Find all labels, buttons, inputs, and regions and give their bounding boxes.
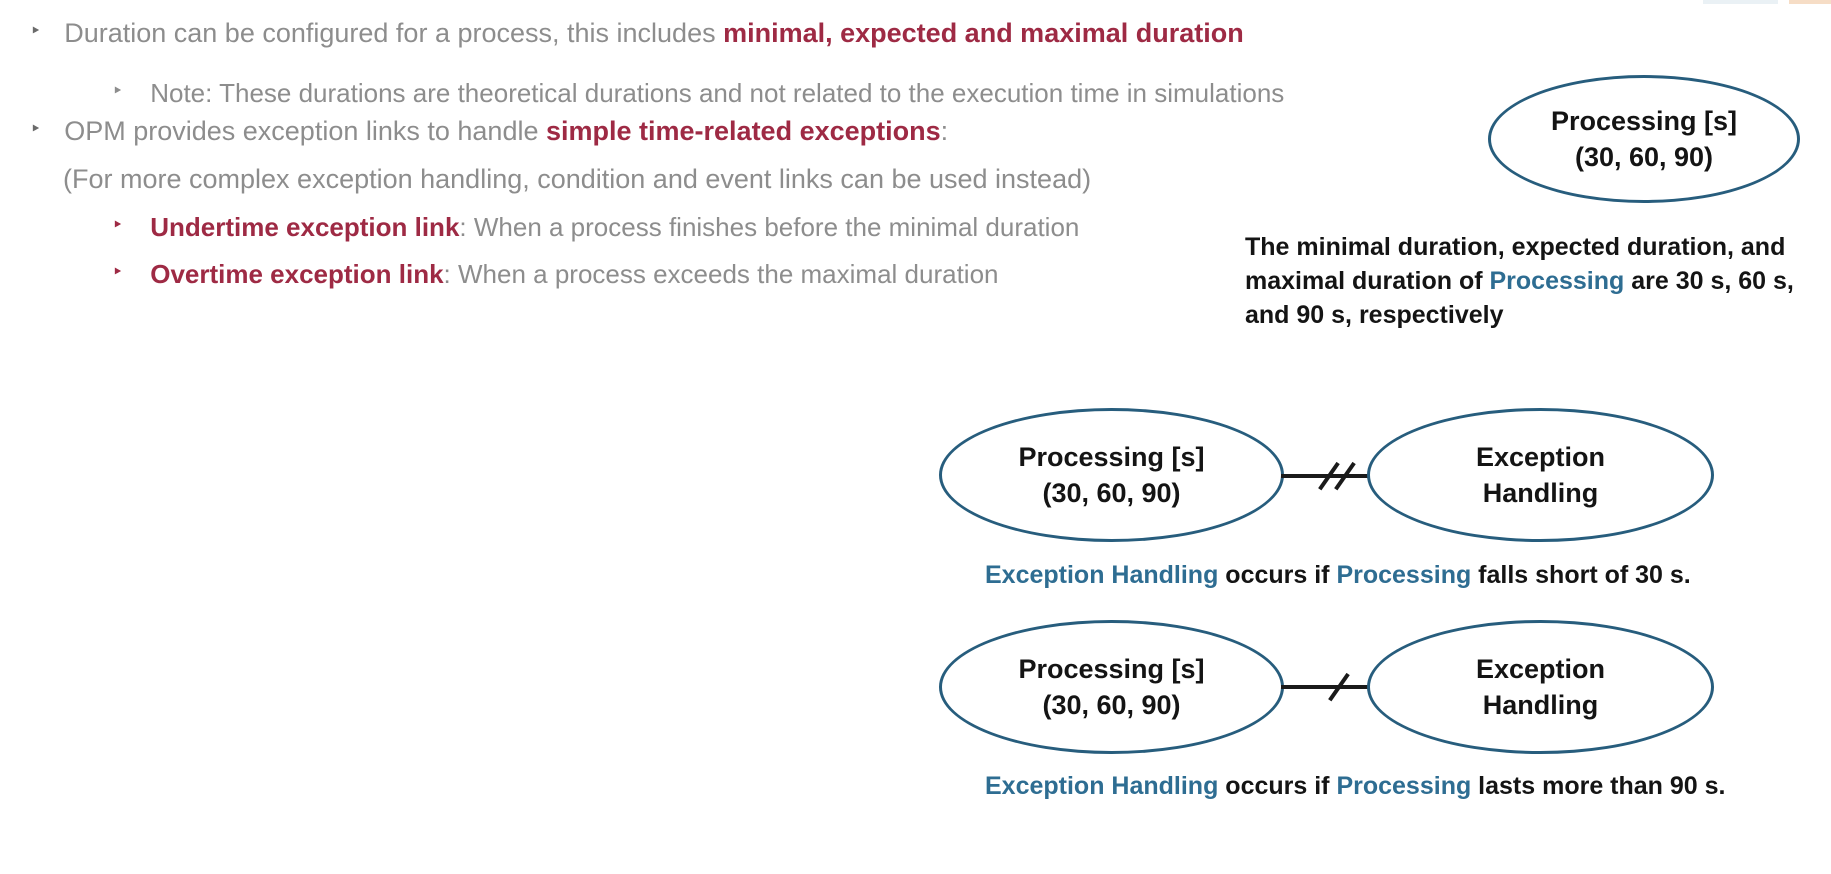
bullet-icon: ‣ — [30, 119, 42, 140]
node-duration-values: (30, 60, 90) — [1042, 478, 1181, 508]
node-duration-values: (30, 60, 90) — [1042, 690, 1181, 720]
opm-node-processing-1: Processing [s] (30, 60, 90) — [939, 408, 1284, 542]
bullet-item-overtime: ‣ Overtime exception link: When a proces… — [112, 257, 998, 291]
opm-node-processing-2: Processing [s] (30, 60, 90) — [939, 620, 1284, 754]
opm-node-processing-example: Processing [s] (30, 60, 90) — [1488, 75, 1800, 203]
node-label: Handling — [1482, 478, 1599, 508]
bullet-icon: ‣ — [112, 81, 124, 102]
overtime-exception-link-line — [1281, 685, 1369, 689]
bullet-icon: ‣ — [30, 21, 42, 42]
screen-edge-artifact — [1789, 0, 1831, 4]
bullet-item-duration: ‣ Duration can be configured for a proce… — [30, 16, 1244, 50]
bullet-text: Note: These durations are theoretical du… — [150, 78, 1285, 108]
node-label: Processing [s] — [1550, 106, 1738, 136]
node-label: Exception — [1475, 442, 1606, 472]
note-text: (For more complex exception handling, co… — [63, 164, 1092, 194]
bullet-icon: ‣ — [112, 262, 124, 283]
bullet-text: Overtime exception link: When a process … — [150, 259, 999, 289]
bullet-item-note: ‣ Note: These durations are theoretical … — [112, 76, 1284, 110]
duration-explanation-text: The minimal duration, expected duration,… — [1245, 233, 1794, 329]
overtime-caption: Exception Handling occurs if Processing … — [985, 772, 1726, 800]
processing-ref: Processing — [1489, 267, 1625, 295]
bullet-item-opm-links: ‣ OPM provides exception links to handle… — [30, 114, 948, 148]
screen-edge-artifact — [1703, 0, 1778, 4]
node-duration-values: (30, 60, 90) — [1574, 142, 1714, 172]
bullet-text: Undertime exception link: When a process… — [150, 212, 1080, 242]
node-label: Processing [s] — [1018, 654, 1205, 684]
node-label: Exception — [1475, 654, 1606, 684]
undertime-caption: Exception Handling occurs if Processing … — [985, 561, 1691, 589]
bullet-text: Duration can be configured for a process… — [64, 18, 1244, 48]
node-label: Handling — [1482, 690, 1599, 720]
parenthetical-note: (For more complex exception handling, co… — [63, 162, 1091, 196]
node-label: Processing [s] — [1018, 442, 1205, 472]
opm-node-exception-handling-1: Exception Handling — [1367, 408, 1714, 542]
opm-node-exception-handling-2: Exception Handling — [1367, 620, 1714, 754]
bullet-text: OPM provides exception links to handle s… — [64, 116, 949, 146]
bullet-item-undertime: ‣ Undertime exception link: When a proce… — [112, 210, 1079, 244]
bullet-icon: ‣ — [112, 215, 124, 236]
